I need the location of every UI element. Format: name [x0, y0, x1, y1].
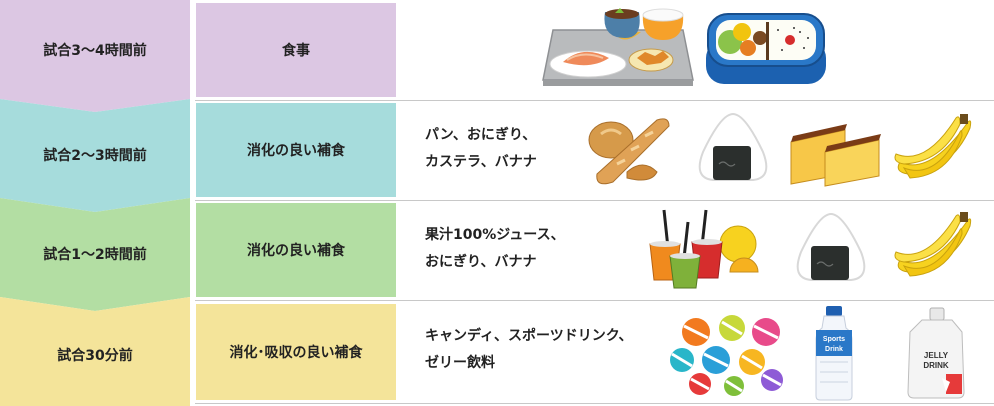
- onigiri-icon: [698, 112, 768, 181]
- time-label-row-4: 試合30分前: [57, 348, 133, 364]
- food-text-line: キャンディ、スポーツドリンク、: [425, 328, 633, 344]
- jelly-drink-pouch-icon: JELLY DRINK: [907, 307, 965, 399]
- banana-icon: [894, 114, 972, 179]
- food-text-row-3: 果汁100%ジュース、 おにぎり、バナナ: [425, 222, 605, 276]
- chevron-row-3: [0, 198, 190, 311]
- food-text-line: おにぎり、バナナ: [425, 254, 537, 270]
- bento-box-icon: [706, 13, 826, 84]
- row-divider: [195, 300, 994, 301]
- category-cell-row-4: 消化･吸収の良い補食: [196, 304, 396, 400]
- category-cell-row-1: 食事: [196, 3, 396, 97]
- sports-drink-bottle-icon: Sports Drink: [815, 306, 853, 401]
- timeline-chevrons: [0, 0, 190, 406]
- banana-icon: [894, 212, 972, 277]
- bread-icon: [588, 118, 670, 185]
- category-cell-row-2: 消化の良い補食: [196, 103, 396, 197]
- food-text-line: ゼリー飲料: [425, 355, 495, 371]
- chevron-row-1: [0, 0, 190, 112]
- time-label-row-1: 試合3〜4時間前: [43, 43, 147, 59]
- food-text-row-2: パン、おにぎり、 カステラ、バナナ: [425, 122, 595, 176]
- jelly-drink-label-line-1: JELLY: [924, 351, 949, 360]
- candy-icon: [670, 315, 783, 396]
- row-divider: [195, 403, 994, 404]
- chevron-row-2: [0, 99, 190, 212]
- time-label-row-3: 試合1〜2時間前: [43, 247, 147, 263]
- sports-drink-label-line-2: Drink: [825, 346, 843, 353]
- food-text-row-4: キャンディ、スポーツドリンク、 ゼリー飲料: [425, 323, 665, 377]
- food-text-line: パン、おにぎり、: [425, 127, 537, 143]
- jelly-drink-label-line-2: DRINK: [923, 361, 949, 370]
- castella-icon: [790, 124, 881, 187]
- juice-cups-icon: [649, 209, 759, 289]
- category-cell-row-3: 消化の良い補食: [196, 203, 396, 297]
- row-divider: [195, 100, 994, 101]
- food-text-line: カステラ、バナナ: [425, 154, 537, 170]
- food-text-line: 果汁100%ジュース、: [425, 227, 565, 243]
- row-divider: [195, 200, 994, 201]
- onigiri-icon: [796, 212, 866, 281]
- chevron-row-4: [0, 297, 190, 406]
- sports-drink-label-line-1: Sports: [823, 336, 845, 343]
- meal-tray-icon: [542, 8, 694, 86]
- time-label-row-2: 試合2〜3時間前: [43, 148, 147, 164]
